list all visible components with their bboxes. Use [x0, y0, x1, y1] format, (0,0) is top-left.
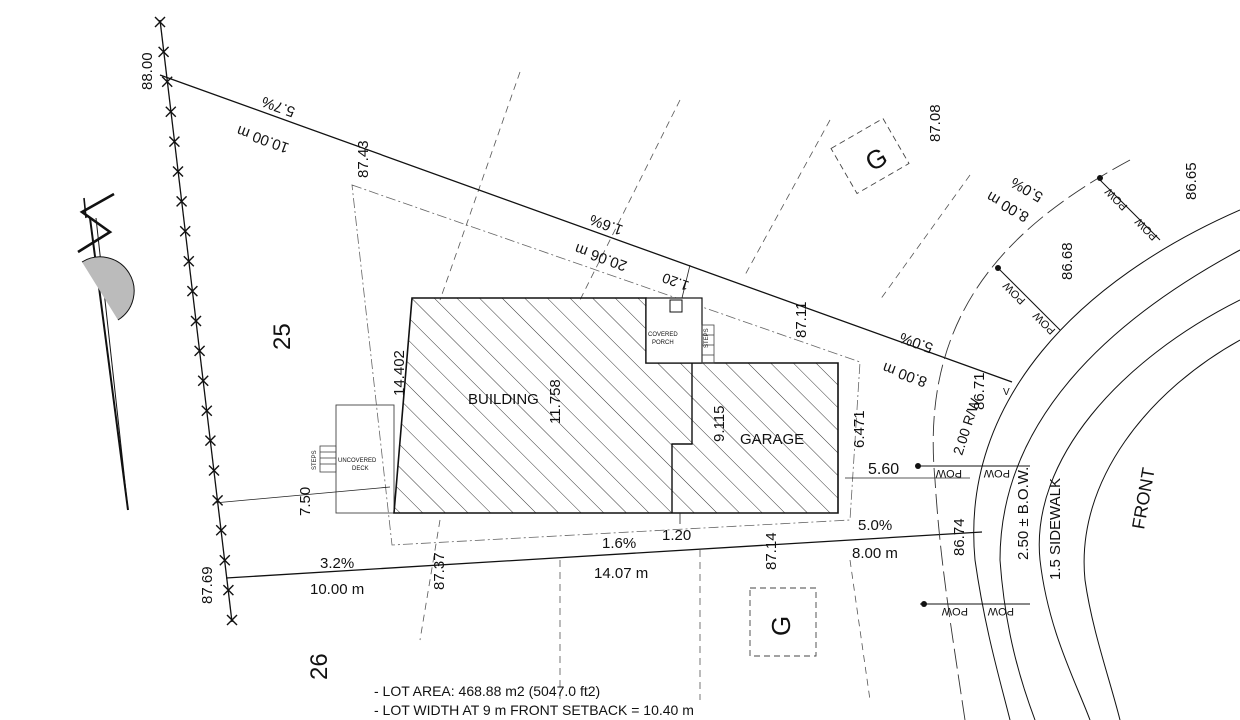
pow-label-3: POW	[941, 605, 968, 617]
label-front: FRONT	[1128, 466, 1158, 531]
top-3-slope: 5.0%	[897, 329, 935, 357]
fence-x-marker	[226, 614, 238, 626]
fence-x-marker	[215, 524, 227, 536]
fence-x-marker	[222, 584, 234, 596]
elev-bottom-corner: 86.74	[951, 518, 968, 556]
top-1-slope: 5.7%	[259, 93, 297, 121]
fence-x-marker	[197, 375, 209, 387]
elev-right-upper: 86.68	[1059, 242, 1076, 280]
bot-3-len: 8.00 m	[852, 545, 898, 562]
top-2-slope: 1.6%	[587, 211, 625, 239]
elev-bottom-right: 87.14	[763, 532, 780, 570]
elev-top-mid: 87.43	[355, 140, 372, 178]
top-1-len: 10.00 m	[235, 122, 292, 157]
label-g-bottom: G	[766, 616, 796, 636]
label-uncovered-deck-1: UNCOVERED	[338, 458, 377, 464]
pow-label-2: POW	[983, 467, 1010, 479]
label-covered-porch-2: PORCH	[652, 340, 674, 346]
elev-east-corner: 86.71	[971, 372, 988, 410]
elev-top-left: 88.00	[139, 52, 156, 90]
fence-x-marker	[165, 106, 177, 118]
g-box-top	[830, 117, 910, 195]
fence-x-marker	[201, 405, 213, 417]
fence-x-marker	[176, 195, 188, 207]
pow-lines	[920, 179, 1161, 605]
fence-markers	[154, 16, 238, 626]
deck-steps	[319, 445, 337, 473]
label-lot-26: 26	[306, 653, 333, 680]
pow-label-7: POW	[1103, 185, 1131, 213]
fence-x-marker	[161, 76, 173, 88]
label-building: BUILDING	[468, 391, 539, 408]
fence-x-marker	[158, 46, 170, 58]
dimension-lines	[213, 264, 970, 524]
label-porch-steps: STEPS	[704, 328, 710, 348]
label-v: V	[1003, 387, 1010, 398]
bot-2-len: 14.07 m	[594, 565, 648, 582]
dim-front-setback: 5.60	[868, 461, 899, 478]
dim-bldg-mid: 11.758	[547, 379, 564, 424]
pow-label-1: POW	[935, 467, 962, 479]
fence-x-marker	[186, 285, 198, 297]
label-lot-25: 25	[269, 323, 296, 350]
pow-label-4: POW	[987, 605, 1014, 617]
dim-setback-bottom: 1.20	[662, 527, 691, 544]
label-g-top: G	[860, 141, 893, 177]
fence-x-marker	[208, 465, 220, 476]
pow-label-5: POW	[1001, 279, 1029, 307]
fence-x-marker	[194, 345, 206, 357]
fence-x-marker	[212, 494, 224, 506]
bot-3-slope: 5.0%	[858, 517, 892, 534]
label-deck-steps: STEPS	[312, 450, 318, 470]
g-box-bottom	[749, 587, 817, 657]
fence-x-marker	[168, 136, 180, 148]
label-sidewalk: 1.5 SIDEWALK	[1047, 478, 1064, 580]
elev-right-corner: 86.65	[1183, 162, 1200, 200]
elev-east-top: 87.11	[793, 302, 810, 338]
pow-label-8: POW	[1133, 215, 1161, 243]
street-curves	[973, 209, 1240, 720]
site-notes: - LOT AREA: 468.88 m2 (5047.0 ft2) - LOT…	[374, 682, 694, 720]
adjacent-lot-lines	[419, 71, 971, 701]
label-rw: 2.00 R/W	[950, 396, 983, 457]
label-bow: 2.50 ± B.O.W.	[1015, 467, 1032, 560]
note-lot-area: - LOT AREA: 468.88 m2 (5047.0 ft2)	[374, 683, 601, 699]
pow-label-6: POW	[1031, 309, 1059, 337]
dim-garage-right: 6.471	[851, 410, 868, 448]
porch-steps	[701, 324, 715, 364]
bot-1-len: 10.00 m	[310, 581, 364, 598]
label-uncovered-deck-2: DECK	[352, 466, 369, 472]
north-arrow-icon	[77, 192, 135, 511]
bot-1-slope: 3.2%	[320, 555, 354, 572]
top-2-len: 20.06 m	[573, 240, 630, 275]
top-3-len: 8.00 m	[880, 359, 929, 391]
note-lot-width: - LOT WIDTH AT 9 m FRONT SETBACK = 10.40…	[374, 702, 694, 718]
elev-top-right-lot: 87.08	[927, 104, 944, 142]
dim-rear-setback: 7.50	[297, 487, 314, 516]
fence-x-marker	[179, 225, 191, 237]
dim-setback-top: 1.20	[660, 270, 691, 294]
dim-garage-left: 9.115	[711, 406, 728, 442]
garage-divider	[671, 363, 693, 513]
building-footprint	[393, 297, 839, 514]
fence-x-marker	[219, 554, 231, 566]
porch-post	[669, 299, 683, 313]
label-covered-porch-1: COVERED	[648, 332, 678, 338]
fence-x-marker	[183, 255, 195, 267]
label-garage: GARAGE	[740, 431, 804, 448]
bot-2-slope: 1.6%	[602, 535, 636, 552]
pow-dots	[915, 175, 1103, 607]
fence-x-marker	[172, 166, 184, 177]
dim-bldg-left: 14.402	[391, 350, 408, 396]
fence-x-marker	[204, 435, 216, 447]
right-of-way-line	[932, 159, 1131, 720]
elev-bottom-mid: 87.37	[431, 552, 448, 590]
fence-x-marker	[154, 16, 166, 28]
fence-x-marker	[190, 315, 202, 327]
elev-bottom-left: 87.69	[199, 566, 216, 604]
